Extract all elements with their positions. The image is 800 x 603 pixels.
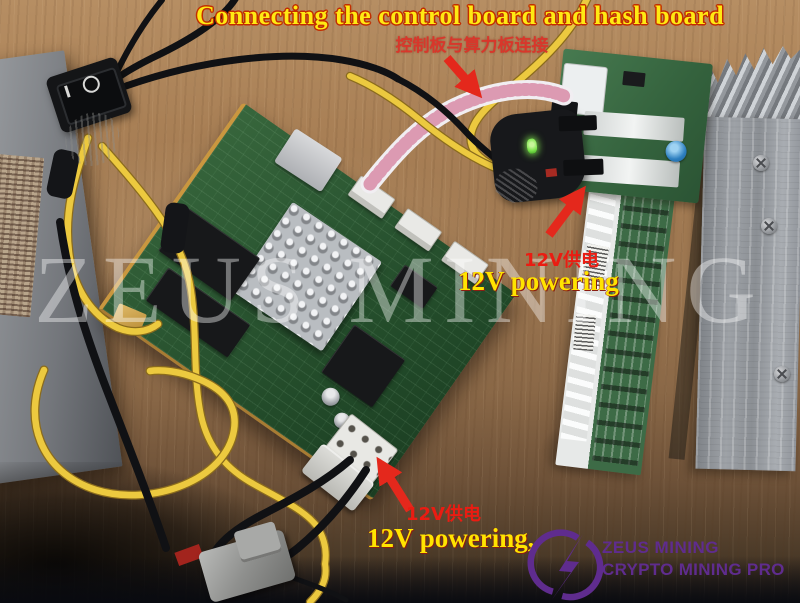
controlboard-power-label-zh: 12V供电 [406,504,481,525]
hashboard-ic [622,70,646,88]
heatsink-screw-2 [761,218,777,234]
power-plug-cluster [487,107,604,205]
logo-text-line2: CRYPTO MINING PRO [602,560,785,579]
green-led [526,138,538,155]
page-subtitle-chinese: 控制板与算力板连接 [395,36,549,56]
logo-text-line1: ZEUS MINING [602,538,719,557]
hashboard-power-label-zh: 12V供电 [524,250,599,271]
black-plug-arm-2 [563,158,604,177]
foil-tape-blob [493,166,539,205]
watermark-text: ZEUS MINING [34,236,766,343]
arrow-hashboard-power [545,185,586,238]
heatsink-screw-3 [774,366,790,382]
yellow-wire-to-cluster [345,71,505,175]
heatsink-screw-1 [753,155,769,171]
arrow-ribbon-cable [443,55,483,99]
blue-capacitor [664,139,688,163]
red-wire-bit [545,168,558,178]
aluminum-spacer-1 [583,110,685,142]
hashboard-power-label-en: 12V powering [458,266,619,296]
black-wire-to-cluster [394,75,501,164]
black-wire-switch-right [122,52,402,90]
controlboard-power-label-en: 12V powering, [367,523,535,553]
page-title: Connecting the control board and hash bo… [195,1,725,30]
black-plug-arm-1 [558,115,598,132]
